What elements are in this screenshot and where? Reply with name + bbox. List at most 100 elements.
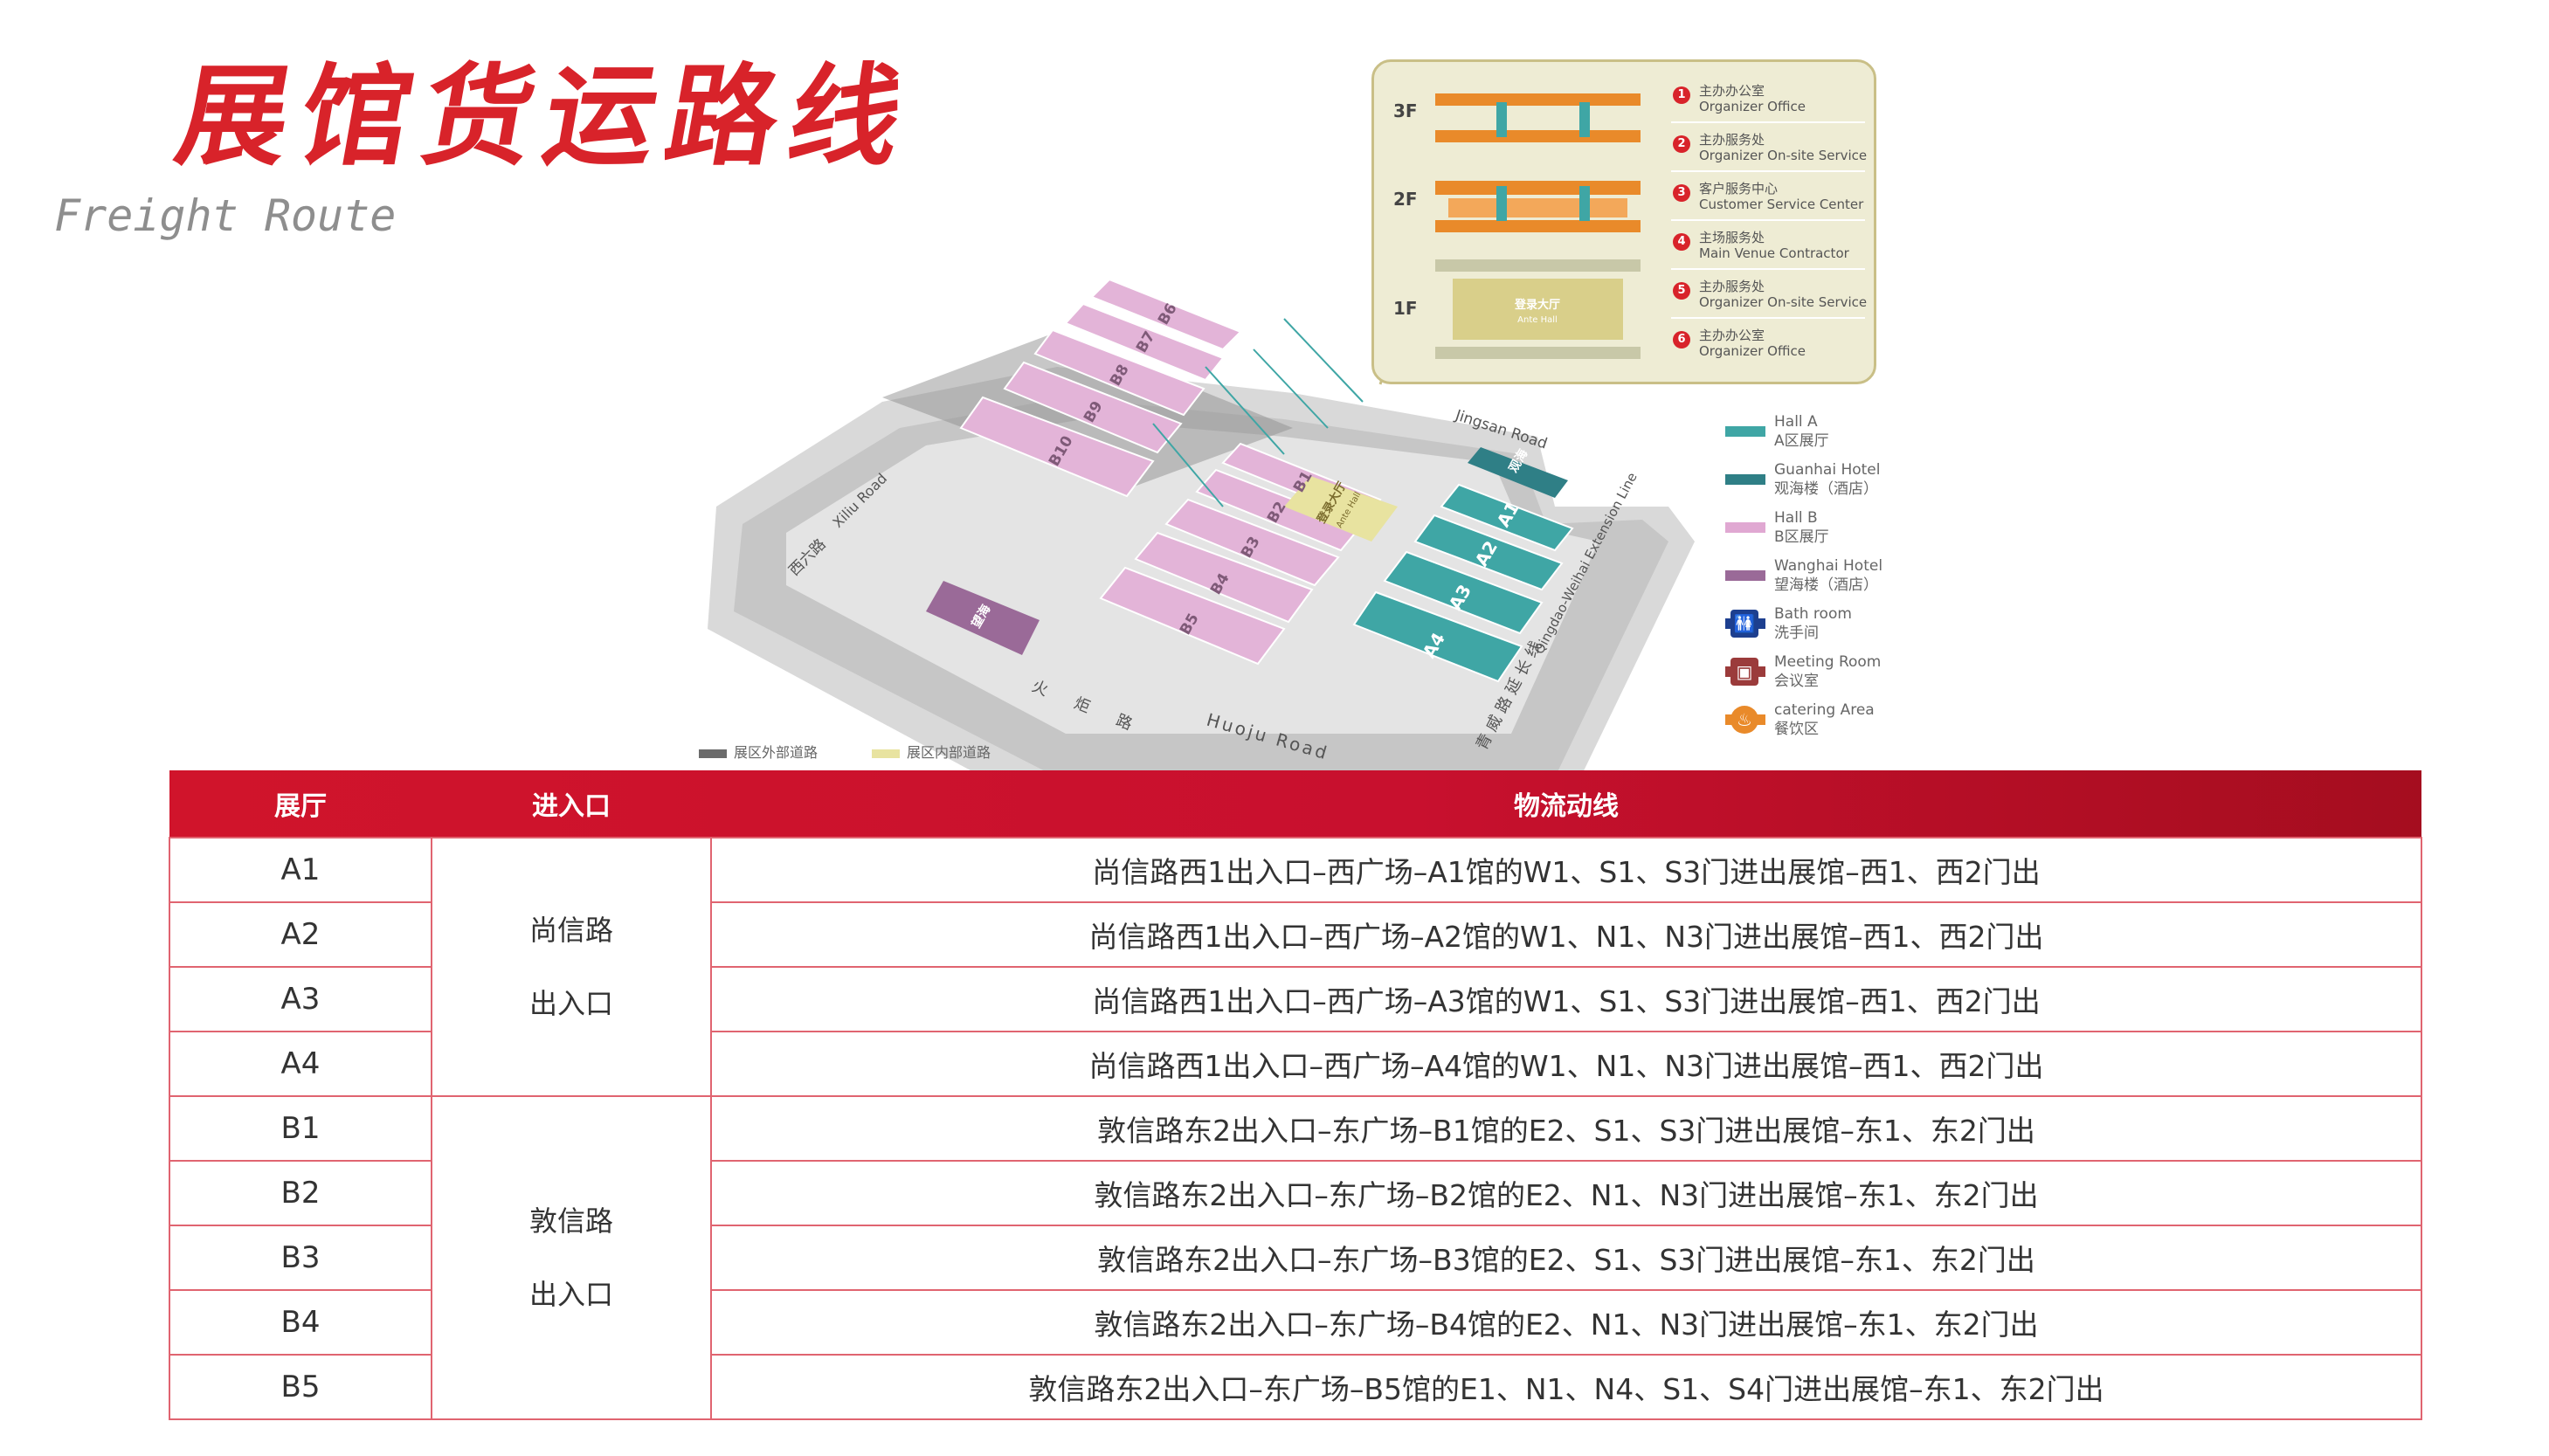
hall-cell: B4 [169,1289,432,1356]
floor-3f-lift-1 [1496,102,1507,137]
floor-1f-top-bar [1435,259,1641,272]
legend-cn-label: 客户服务中心 [1699,181,1779,197]
hall-b-north-group [959,278,1242,498]
table-row: A2 尚信路西1出入口–西广场–A2馆的W1、N1、N3门进出展馆–西1、西2门… [169,901,2422,968]
floor-legend-item-1: 1 主办办公室 Organizer Office [1671,78,1865,123]
route-cell: 敦信路东2出入口–东广场–B5馆的E1、N1、N4、S1、S4门进出展馆–东1、… [710,1354,2422,1420]
hall-cell: B5 [169,1354,432,1420]
legend-en-label: Organizer Office [1699,99,1806,114]
route-cell: 尚信路西1出入口–西广场–A2馆的W1、N1、N3门进出展馆–西1、西2门出 [710,901,2422,968]
table-row: B4 敦信路东2出入口–东广场–B4馆的E2、N1、N3门进出展馆–东1、东2门… [169,1289,2422,1356]
legend-cn-label: 主办服务处 [1699,279,1765,294]
page-subtitle: Freight Route [54,190,397,241]
hall-cell: B2 [169,1160,432,1226]
zone-swatch [1725,426,1765,437]
legend-number-badge: 6 [1673,331,1690,348]
floor-legend-item-5: 5 主办服务处 Organizer On-site Service [1671,273,1868,319]
floor-2f-lift-1 [1496,186,1507,221]
hall-a-group [1352,483,1574,683]
floor-label-1f: 1F [1393,298,1418,319]
route-cell: 尚信路西1出入口–西广场–A3馆的W1、S1、S3门进出展馆–西1、西2门出 [710,966,2422,1032]
hall-cell: A4 [169,1031,432,1097]
floor-1f-bottom-bar [1435,347,1641,359]
legend-cn-label: 主办服务处 [1699,132,1765,148]
floor-label-2f: 2F [1393,189,1418,210]
route-cell: 敦信路东2出入口–东广场–B3馆的E2、S1、S3门进出展馆–东1、东2门出 [710,1225,2422,1291]
hall-cell: A1 [169,837,432,903]
legend-en-label: Organizer Office [1699,343,1806,359]
header-hall: 展厅 [274,791,327,822]
floor-2f-top-bar [1435,181,1641,195]
table-row: B3 敦信路东2出入口–东广场–B3馆的E2、S1、S3门进出展馆–东1、东2门… [169,1225,2422,1291]
legend-en-label: Organizer On-site Service [1699,294,1868,310]
floor-1f-ante-hall [1453,279,1623,340]
floor-1f-ante-hall-cn: 登录大厅 [1514,298,1560,312]
floor-legend-item-3: 3 客户服务中心 Customer Service Center [1671,176,1865,221]
hall-b-south-group [1099,442,1382,666]
legend-cn-label: 主办办公室 [1699,328,1765,343]
floor-plan-drawing: 登录大厅 Ante Hall [1435,93,1641,359]
site-map-drawing: Jingsan Road 西六路 Xiliu Road 火炬路 Huoju Ro… [708,261,1695,777]
legend-number-badge: 2 [1673,135,1690,153]
hall-b7 [1064,302,1225,382]
floor-2f-bottom-bar [1435,220,1641,232]
legend-cn-label: 主办办公室 [1699,83,1765,99]
floor-legend-item-6: 6 主办办公室 Organizer Office [1671,322,1865,368]
entry-cell-shangxin: 尚信路 出入口 [431,837,712,1097]
zone-swatch [1725,474,1765,485]
floor-2f-lift-2 [1579,186,1590,221]
floor-plan-callout: 3F 2F 1F 登录大厅 Ante Hall 1 主办办公室 Organize… [1371,59,1876,384]
road-legend-internal: 展区内部道路 [872,741,991,762]
legend-en-label: Main Venue Contractor [1699,245,1849,261]
entry-line-2: 出入口 [528,1278,613,1311]
catering-icon: ♨ [1730,706,1758,734]
hall-b6 [1090,278,1242,351]
route-cell: 尚信路西1出入口–西广场–A1馆的W1、S1、S3门进出展馆–西1、西2门出 [710,837,2422,903]
road-swatch [872,749,900,758]
hall-cell: B3 [169,1225,432,1291]
site-map: Jingsan Road 西六路 Xiliu Road 火炬路 Huoju Ro… [681,52,1730,777]
hall-a3 [1383,550,1544,635]
route-cell: 敦信路东2出入口–东广场–B1馆的E2、S1、S3门进出展馆–东1、东2门出 [710,1095,2422,1162]
road-swatch [699,749,727,758]
legend-cn-label: 主场服务处 [1699,230,1765,245]
freight-route-lines [1152,318,1364,507]
freight-route-table: 展厅 进入口 物流动线 A1 尚信路 出入口 尚信路西1出入口–西广场–A1馆的… [169,770,2422,1420]
legend-en-label: Organizer On-site Service [1699,148,1868,163]
entry-cell-dunxin: 敦信路 出入口 [431,1095,712,1420]
route-cell: 尚信路西1出入口–西广场–A4馆的W1、N1、N3门进出展馆–西1、西2门出 [710,1031,2422,1097]
table-row: A4 尚信路西1出入口–西广场–A4馆的W1、N1、N3门进出展馆–西1、西2门… [169,1031,2422,1097]
floor-legend-item-4: 4 主场服务处 Main Venue Contractor [1671,224,1865,270]
ante-hall-block [1284,476,1398,542]
route-cell: 敦信路东2出入口–东广场–B2馆的E2、N1、N3门进出展馆–东1、东2门出 [710,1160,2422,1226]
hall-b4 [1134,531,1314,624]
floor-legend-item-2: 2 主办服务处 Organizer On-site Service [1671,127,1868,172]
floor-label-3f: 3F [1393,100,1418,121]
entry-line-1: 尚信路 [528,914,613,947]
legend-number-badge: 5 [1673,282,1690,300]
restroom-icon: 🚻 [1730,610,1758,638]
table-row: A1 尚信路 出入口 尚信路西1出入口–西广场–A1馆的W1、S1、S3门进出展… [169,837,2422,1097]
hall-b5 [1099,566,1286,666]
guanhai-hotel-block [1468,447,1568,498]
hall-b3 [1164,498,1340,587]
hall-cell: A3 [169,966,432,1032]
road-legend-external: 展区外部道路 [699,741,818,762]
legend-number-badge: 4 [1673,233,1690,251]
floor-2f-middle-bar [1448,198,1627,217]
entry-line-1: 敦信路 [528,1204,613,1238]
table-row: B1 敦信路 出入口 敦信路东2出入口–东广场–B1馆的E2、S1、S3门进出展… [169,1095,2422,1420]
legend-en-label: Customer Service Center [1699,197,1864,212]
floor-1f-ante-hall-en: Ante Hall [1517,315,1558,325]
